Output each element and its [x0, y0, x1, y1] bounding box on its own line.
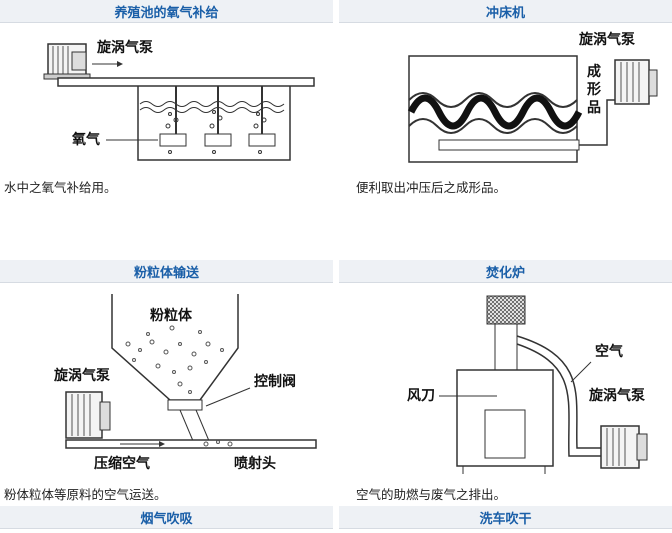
blower-icon [65, 391, 111, 439]
section-header-press: 冲床机 [339, 0, 672, 22]
blower-label: 旋涡气泵 [96, 39, 153, 56]
nozzle-label: 喷射头 [234, 455, 276, 472]
oxygen-label: 氧气 [71, 131, 100, 148]
divider [339, 282, 672, 283]
section-header-powder: 粉粒体输送 [0, 260, 333, 282]
blower-icon [43, 43, 91, 80]
material-label: 粉粒体 [150, 307, 193, 324]
section-caption: 水中之氧气补给用。 [4, 180, 117, 195]
section-title: 冲床机 [485, 5, 525, 21]
divider [339, 22, 672, 23]
divider [0, 22, 333, 23]
section-title: 焚化炉 [485, 265, 525, 281]
divider [0, 282, 333, 283]
damper-label: 风刀 [407, 388, 435, 404]
section-header-aquarium: 养殖池的氧气补给 [0, 0, 333, 22]
section-caption: 粉体粒体等原料的空气运送。 [4, 487, 167, 502]
blower-label: 旋涡气泵 [53, 367, 110, 384]
section-title: 烟气吹吸 [140, 511, 193, 527]
divider [339, 528, 672, 529]
section-header-smoke: 烟气吹吸 [0, 506, 333, 528]
press-diagram: 旋涡气泵 成 形 品 [339, 30, 672, 170]
section-header-incinerator: 焚化炉 [339, 260, 672, 282]
blower-label: 旋涡气泵 [578, 31, 635, 48]
blower-icon [614, 59, 658, 105]
section-title: 养殖池的氧气补给 [114, 5, 219, 21]
product-label-2: 形 [587, 81, 601, 98]
compressed-air-label: 压缩空气 [94, 455, 150, 472]
product-label-1: 成 [587, 63, 601, 80]
section-header-carwash: 洗车吹干 [339, 506, 672, 528]
section-caption: 便利取出冲压后之成形品。 [356, 180, 507, 195]
valve-label: 控制阀 [254, 373, 296, 390]
product-label-3: 品 [587, 100, 601, 116]
section-caption: 空气的助燃与废气之排出。 [356, 487, 507, 502]
powder-diagram: 粉粒体 控制阀 旋涡气泵 压缩空气 喷射头 [0, 288, 333, 480]
aquarium-diagram: 旋涡气泵 氧气 [0, 30, 333, 170]
section-title: 洗车吹干 [479, 511, 532, 527]
divider [0, 528, 333, 529]
blower-icon [600, 425, 648, 469]
air-label: 空气 [595, 343, 623, 360]
section-title: 粉粒体输送 [133, 265, 199, 281]
blower-label: 旋涡气泵 [588, 387, 645, 404]
incinerator-diagram: 空气 风刀 旋涡气泵 [339, 288, 672, 480]
